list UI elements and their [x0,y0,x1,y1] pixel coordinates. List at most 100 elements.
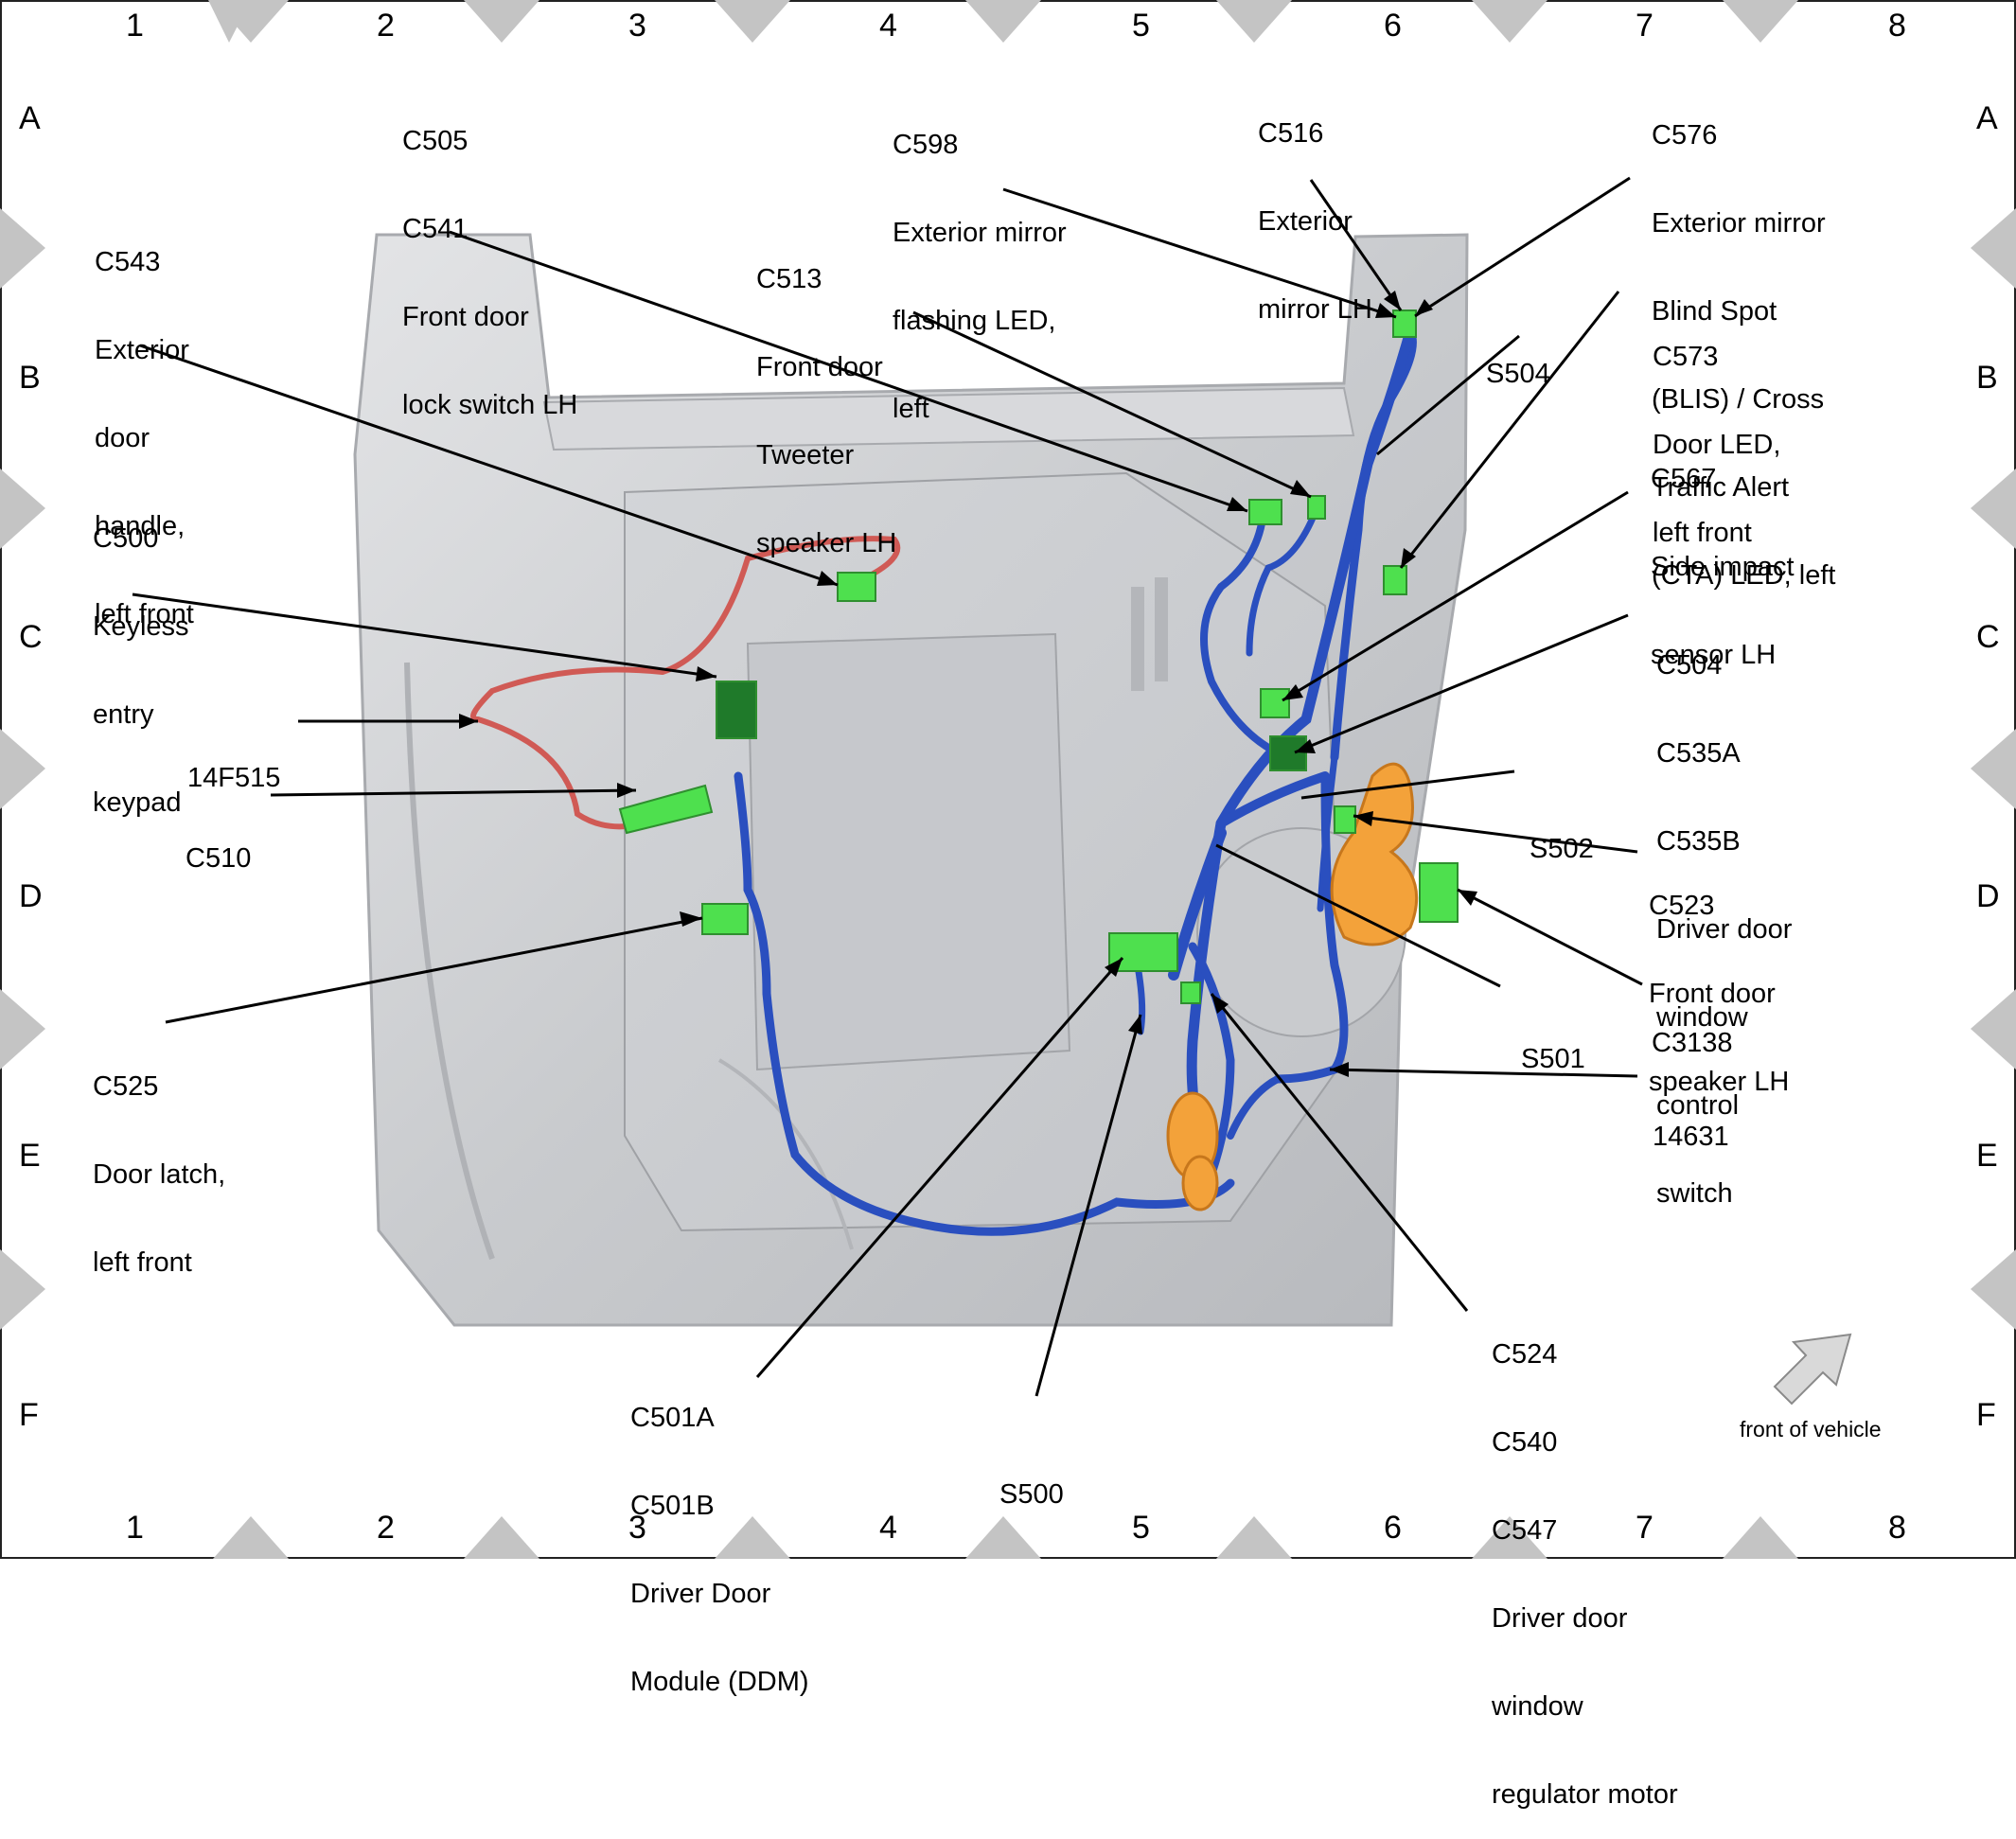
grid-col-2-top: 2 [377,8,395,44]
connector-c523 [1334,805,1356,834]
arrowhead [1227,497,1247,511]
connector-c510 [618,784,714,835]
edge-marker [1971,729,2016,809]
grid-row-f-left: F [19,1397,39,1433]
edge-marker [464,0,539,43]
leader-c524 [1210,993,1469,1312]
arrowhead [1415,299,1433,316]
leader-c504 [1294,613,1629,754]
edge-marker [715,0,790,43]
connector-c525 [701,903,749,935]
connector-c524 [1180,981,1201,1004]
callout-s502: S502 [1530,834,1594,864]
leader-c576 [1414,176,1631,318]
grid-row-d-right: D [1976,878,2000,914]
front-of-vehicle-note: front of vehicle [1740,1417,1882,1441]
grid-col-1-bottom: 1 [126,1510,144,1546]
grid-col-6-bottom: 6 [1384,1510,1402,1546]
grid-col-5-bottom: 5 [1132,1510,1150,1546]
connector-c573 [1383,565,1407,595]
connector-c500 [716,681,757,739]
connector-c567 [1260,688,1290,718]
grid-col-8-top: 8 [1888,8,1906,44]
grid-col-6-top: 6 [1384,8,1402,44]
grid-col-7-top: 7 [1636,8,1653,44]
grid-row-a-left: A [19,100,41,136]
leader-c523 [1353,814,1638,854]
grid-col-4-bottom: 4 [879,1510,897,1546]
main-harness-blue [734,326,1417,1236]
callout-c573: C573 Door LED, left front [1653,342,1781,548]
grid-col-4-top: 4 [879,8,897,44]
leader-c598 [1002,187,1397,319]
edge-marker [1723,0,1798,43]
arrowhead [1375,303,1396,318]
callout-s501: S501 [1521,1044,1585,1074]
callout-14f515: 14F515 [187,763,281,793]
callout-c510: C510 [186,843,252,874]
grid-row-d-left: D [19,878,43,914]
edge-marker [0,729,45,809]
grid-col-7-bottom: 7 [1636,1510,1653,1546]
grid-col-8-bottom: 8 [1888,1510,1906,1546]
edge-marker [965,0,1041,43]
leader-c525 [165,916,703,1024]
connector-c543 [837,572,876,602]
callout-c505: C505 C541 Front door lock switch LH [402,126,578,420]
edge-marker [1971,989,2016,1070]
arrowhead [1353,811,1373,826]
grid-row-e-left: E [19,1138,41,1174]
edge-marker [1723,1516,1798,1559]
edge-marker [1971,1249,2016,1330]
edge-marker [1472,1516,1547,1559]
arrowhead [696,666,716,681]
callout-c3138: C3138 [1652,1028,1733,1058]
arrowhead [1295,739,1316,753]
grid-col-2-bottom: 2 [377,1510,395,1546]
edge-marker [1216,0,1292,43]
edge-marker [0,469,45,549]
edge-marker [965,1516,1041,1559]
edge-marker [0,1249,45,1330]
grid-col-3-bottom: 3 [628,1510,646,1546]
front-arrow-icon [1773,1333,1852,1406]
edge-marker [0,989,45,1070]
keyless-harness-red [470,536,901,830]
leader-arrowheads [459,291,1477,1077]
grid-row-e-right: E [1976,1138,1998,1174]
callout-c516: C516 Exterior mirror LH [1258,118,1372,325]
leader-c500 [132,592,717,679]
grid-row-f-right: F [1976,1397,1996,1433]
grid-col-3-top: 3 [628,8,646,44]
callout-14631: 14631 [1653,1122,1729,1152]
leader-c567 [1282,490,1629,702]
callout-c598: C598 Exterior mirror flashing LED, left [893,130,1067,424]
grid-row-c-right: C [1976,619,2000,655]
callout-s500: S500 [999,1479,1064,1510]
leader-c3138 [1457,888,1643,986]
edge-marker [213,1516,289,1559]
grid-col-5-top: 5 [1132,8,1150,44]
leader-s500 [1035,1014,1142,1397]
leader-s504 [1376,334,1520,456]
regulator-motor [1166,762,1419,1211]
leader-s501 [1215,843,1501,988]
edge-marker [1971,208,2016,289]
grid-row-b-left: B [19,360,41,396]
leader-s502 [1300,769,1515,800]
connector-c513 [1248,499,1282,525]
edge-markers [0,0,2016,1559]
grid-row-a-right: A [1976,100,1998,136]
connector-c516 [1392,309,1417,338]
connector-c3138 [1419,862,1459,923]
edge-marker [213,0,289,43]
connector-c501 [1108,932,1178,972]
callout-c567: C567 Side impact sensor LH [1651,464,1795,670]
callout-c525: C525 Door latch, left front [93,1071,226,1278]
callout-c524: C524 C540 C547 Driver door window regula… [1492,1339,1678,1810]
edge-marker [1216,1516,1292,1559]
arrowhead [1290,480,1311,497]
grid-col-1-top: 1 [126,8,144,44]
arrowhead [1282,684,1303,700]
callout-c523: C523 Front door speaker LH [1649,891,1790,1097]
